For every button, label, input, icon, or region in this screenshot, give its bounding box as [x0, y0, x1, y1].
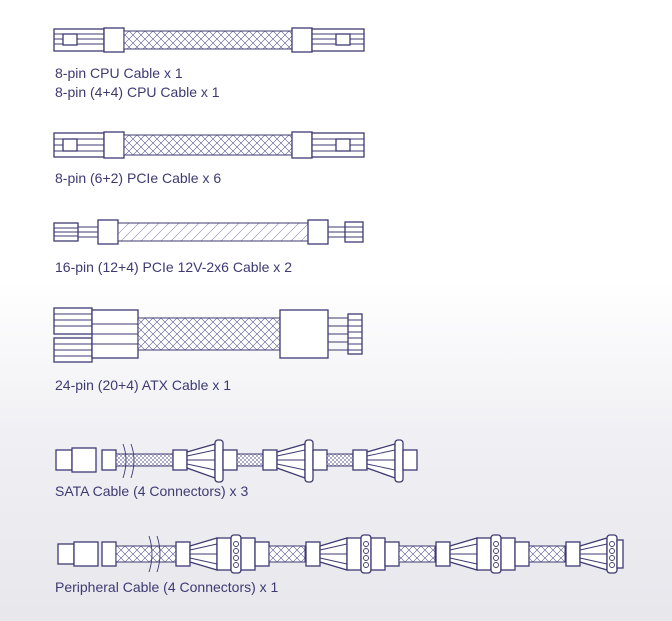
- atx-cable-diagram: [53, 307, 363, 363]
- pcie-cable-diagram: [53, 131, 365, 159]
- cable-label: Peripheral Cable (4 Connectors) x 1: [55, 579, 279, 595]
- peripheral-cable-diagram: [57, 534, 624, 574]
- cable-label: SATA Cable (4 Connectors) x 3: [55, 483, 249, 499]
- cable-label: 8-pin CPU Cable x 1: [55, 65, 183, 81]
- cpu-cable-diagram: [53, 27, 365, 53]
- cable-label: 24-pin (20+4) ATX Cable x 1: [55, 377, 232, 393]
- cable-label: 16-pin (12+4) PCIe 12V-2x6 Cable x 2: [55, 259, 292, 275]
- cable-label: 8-pin (4+4) CPU Cable x 1: [55, 84, 220, 100]
- cable-label: 8-pin (6+2) PCIe Cable x 6: [55, 170, 222, 186]
- sata-cable-diagram: [55, 439, 418, 483]
- 12v-2x6-cable-diagram: [53, 219, 364, 245]
